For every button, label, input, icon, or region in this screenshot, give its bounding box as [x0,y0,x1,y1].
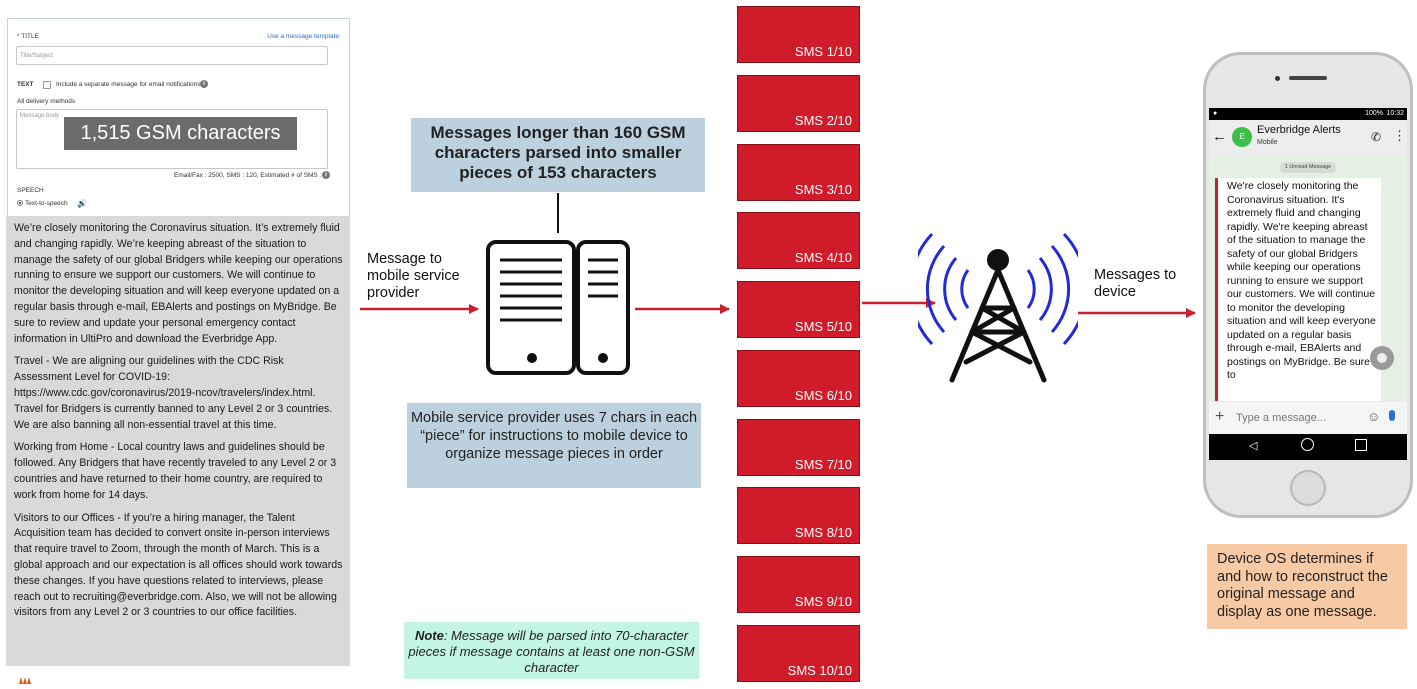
sms-piece: SMS 5/10 [737,281,860,338]
title-input[interactable]: Title/Subject [16,46,328,65]
sequencing-chars-callout: Mobile service provider uses 7 chars in … [407,403,701,488]
emoji-icon[interactable]: ☺ [1367,409,1381,424]
email-checkbox-label: Include a separate message for email not… [56,81,201,88]
message-input[interactable]: Type a message... [1236,412,1326,424]
phone-call-icon[interactable]: ✆ [1371,130,1382,144]
status-bar: ● 100% 10:32 [1209,108,1407,120]
sms-label: SMS 4/10 [794,250,852,265]
non-gsm-note-callout: Note: Message will be parsed into 70-cha… [404,622,699,679]
cell-tower-icon [918,232,1078,383]
smartphone: ● 100% 10:32 ← E Everbridge Alerts Mobil… [1203,52,1413,518]
sms-piece: SMS 8/10 [737,487,860,544]
message-paragraph: Working from Home - Local country laws a… [14,441,337,501]
unread-badge: 1 Unread Message [1280,162,1336,173]
title-label: * TITLE [17,33,39,40]
sms-piece: SMS 7/10 [737,419,860,476]
sms-piece: SMS 3/10 [737,144,860,201]
sms-label: SMS 2/10 [794,113,852,128]
device-os-callout: Device OS determines if and how to recon… [1207,544,1407,629]
message-body-placeholder: Message body [20,113,60,119]
parse-callout: Messages longer than 160 GSM characters … [411,118,705,192]
speech-label: SPEECH [17,187,44,194]
sms-label: SMS 6/10 [794,388,852,403]
sms-piece: SMS 2/10 [737,75,860,132]
status-time: 10:32 [1386,110,1404,117]
message-form-panel: * TITLE Use a message template Title/Sub… [7,18,350,228]
delivery-methods-label: All delivery methods [17,98,76,105]
camera-dot [1275,76,1280,81]
scroll-down-icon[interactable] [1370,346,1394,370]
tts-radio[interactable] [17,200,23,206]
server-icon [486,240,630,375]
messages-to-device-label: Messages to device [1094,267,1177,300]
speaker-grille [1289,76,1327,80]
sms-label: SMS 1/10 [794,44,852,59]
chat-area: 1 Unread Message We're closely monitorin… [1209,156,1407,402]
sms-label: SMS 9/10 [794,594,852,609]
sms-label: SMS 8/10 [794,525,852,540]
nav-back-icon[interactable]: ◁ [1249,440,1258,452]
back-arrow-icon[interactable]: ← [1212,128,1227,145]
use-template-link[interactable]: Use a message template [267,33,339,40]
microphone-icon[interactable] [1389,410,1395,421]
nav-recents-icon[interactable] [1355,439,1367,451]
message-bubble: We're closely monitoring the Coronavirus… [1215,178,1381,401]
nav-home-icon[interactable] [1301,438,1314,451]
gsm-character-count-badge: 1,515 GSM characters [64,117,297,150]
sms-label: SMS 3/10 [794,182,852,197]
chat-header: ← E Everbridge Alerts Mobile ✆ ⋮ [1209,120,1407,156]
speaker-icon[interactable]: 🔊 [77,199,87,208]
full-message-text: We’re closely monitoring the Coronavirus… [6,216,350,666]
tts-label: Text-to-speech [25,200,68,207]
more-options-icon[interactable]: ⋮ [1393,128,1406,143]
message-paragraph: Travel - We are aligning our guidelines … [14,355,333,431]
sms-label: SMS 10/10 [787,663,852,678]
message-input-bar: + Type a message... ☺ [1209,402,1407,434]
battery-level: 100% [1365,110,1383,117]
sms-label: SMS 7/10 [794,457,852,472]
text-label: TEXT [17,81,34,88]
message-to-provider-label: Message to mobile service provider [367,251,460,301]
sms-piece: SMS 10/10 [737,625,860,682]
email-separate-checkbox[interactable] [43,81,51,89]
contact-name[interactable]: Everbridge Alerts [1257,124,1341,136]
message-paragraph: We’re closely monitoring the Coronavirus… [14,222,343,345]
note-bold: Note [414,628,444,643]
sms-piece: SMS 6/10 [737,350,860,407]
info-icon[interactable]: i [200,80,208,88]
home-button[interactable] [1290,470,1326,506]
message-length-counts: Email/Fax : 2500, SMS : 120, Estimated #… [174,172,327,179]
sms-label: SMS 5/10 [794,319,852,334]
counts-info-icon[interactable]: i [322,171,330,179]
phone-screen: ● 100% 10:32 ← E Everbridge Alerts Mobil… [1209,108,1407,460]
sms-piece: SMS 4/10 [737,212,860,269]
android-nav-bar: ◁ [1209,434,1407,460]
status-icons-left: ● [1213,110,1218,117]
contact-subtitle: Mobile [1257,139,1278,146]
contact-avatar[interactable]: E [1232,127,1252,147]
sms-piece: SMS 1/10 [737,6,860,63]
message-paragraph: Visitors to our Offices - If you’re a hi… [14,511,343,619]
sms-piece: SMS 9/10 [737,556,860,613]
add-attachment-icon[interactable]: + [1215,408,1225,425]
note-text: : Message will be parsed into 70-charact… [408,628,695,675]
